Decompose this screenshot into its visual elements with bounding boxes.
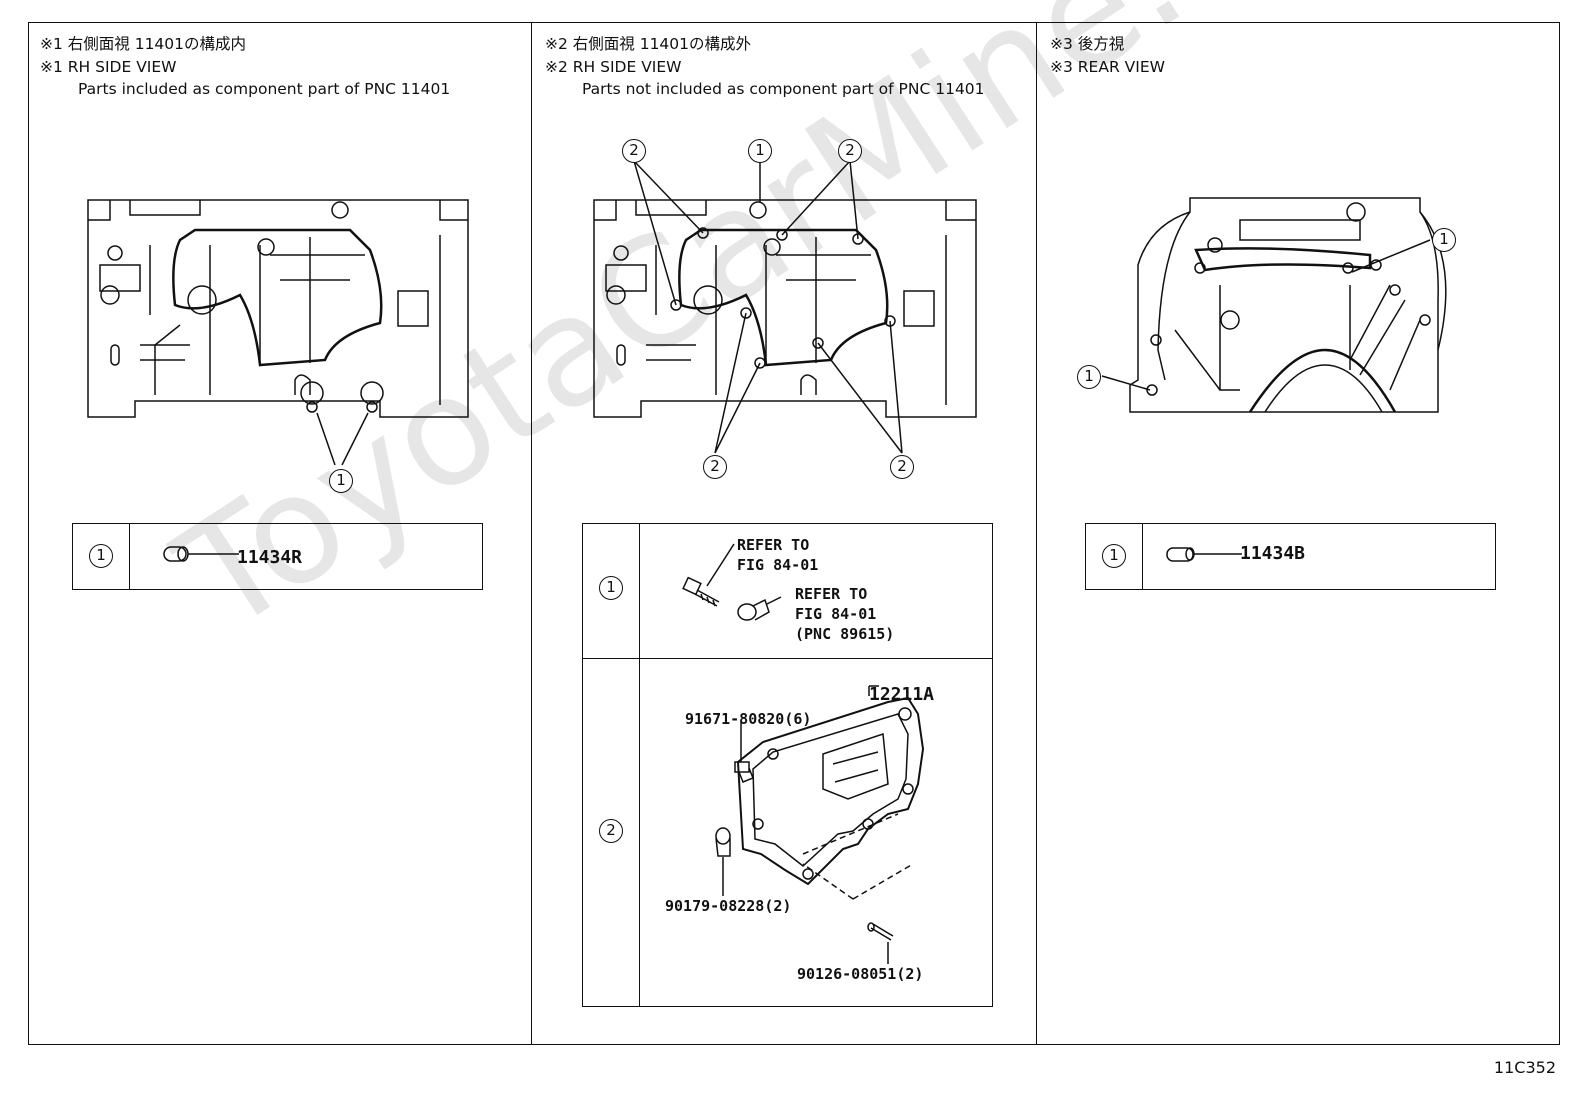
part-90126-08051: 90126-08051(2) (797, 965, 924, 983)
callout-1-right: 1 (1432, 228, 1456, 252)
panel3-title-jp: ※3 後方視 (1050, 35, 1125, 53)
table1-ref: 1 (89, 544, 113, 568)
panel1-title-jp: ※1 右側面視 11401の構成内 (40, 35, 247, 53)
table2-ref-1: 1 (599, 576, 623, 600)
bolt-and-sensor-icons (682, 543, 782, 621)
callout-1-left: 1 (1077, 365, 1101, 389)
callout-2-bottom-left: 2 (703, 455, 727, 479)
table2-ref-2: 2 (599, 819, 623, 843)
plug-icon (163, 546, 239, 562)
refer-to-fig-84-01-b: REFER TO FIG 84-01 (PNC 89615) (795, 585, 895, 643)
panel3-title-en: ※3 REAR VIEW (1050, 58, 1165, 76)
callout-2-right: 2 (838, 139, 862, 163)
parts-table-1: 1 11434R (72, 523, 483, 590)
callout-1: 1 (329, 469, 353, 493)
callout-2-left: 2 (622, 139, 646, 163)
panel2-title-en: ※2 RH SIDE VIEW (545, 58, 682, 76)
part-91671-80820: 91671-80820(6) (685, 710, 812, 728)
parts-table-3: 1 11434B (1085, 523, 1496, 590)
engine-block-rh-side-drawing-2 (593, 160, 977, 454)
plug-icon (1166, 547, 1242, 562)
part-11434B: 11434B (1240, 543, 1306, 564)
part-12211A: 12211A (869, 684, 935, 705)
refer-to-fig-84-01-a: REFER TO FIG 84-01 (737, 536, 819, 574)
cover-plate-exploded-drawing (715, 685, 925, 964)
engine-block-rear-drawing (1101, 197, 1447, 413)
panel2-title-jp: ※2 右側面視 11401の構成外 (545, 35, 752, 53)
figure-id: 11C352 (1493, 1058, 1556, 1077)
part-11434R: 11434R (237, 547, 303, 568)
panel1-subtitle: Parts included as component part of PNC … (78, 80, 451, 98)
callout-2-bottom-right: 2 (890, 455, 914, 479)
panel2-subtitle: Parts not included as component part of … (582, 80, 985, 98)
parts-table-2: 1 2 REFER TO FIG 84-01 REFER TO FIG 84-0… (582, 523, 993, 1007)
part-90179-08228: 90179-08228(2) (665, 897, 792, 915)
table3-ref: 1 (1102, 544, 1126, 568)
engine-block-rh-side-drawing-1 (87, 199, 469, 466)
panel-divider-2 (1036, 22, 1037, 1045)
diagram-frame (28, 22, 1560, 1045)
panel-divider-1 (531, 22, 532, 1045)
panel1-title-en: ※1 RH SIDE VIEW (40, 58, 177, 76)
callout-1-top: 1 (748, 139, 772, 163)
